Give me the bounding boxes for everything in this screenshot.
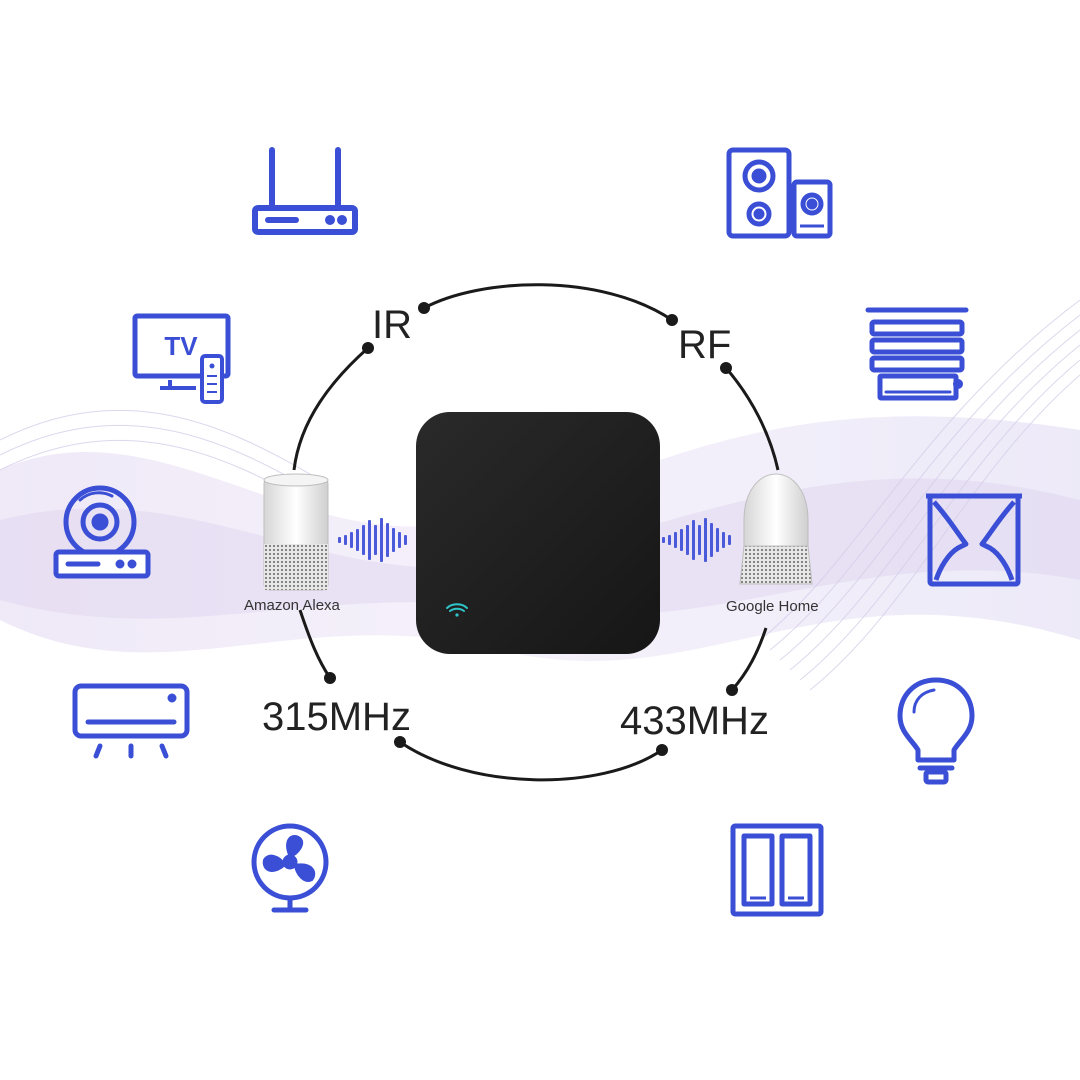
sound-wave-bar	[374, 525, 377, 555]
router-icon	[252, 147, 358, 235]
sound-wave-bar	[398, 532, 401, 548]
sound-wave-bar	[344, 535, 347, 545]
curtain-icon	[926, 493, 1022, 587]
arc-left-lower	[298, 609, 332, 679]
sound-wave-bar	[722, 532, 725, 548]
sound-wave-bar	[704, 518, 707, 562]
sound-wave-bar	[686, 525, 689, 555]
sound-wave-bar	[716, 528, 719, 552]
sound-wave-bar	[368, 520, 371, 560]
rf-label: RF	[678, 323, 731, 367]
arc-right-lower	[730, 627, 768, 691]
sound-wave-bar	[674, 532, 677, 548]
light-bulb-icon	[897, 677, 975, 785]
sound-wave-right	[662, 518, 731, 562]
arc-left-upper	[292, 346, 369, 471]
sound-wave-bar	[350, 532, 353, 548]
wall-switch-icon	[730, 823, 824, 917]
arc-right-upper	[724, 367, 780, 471]
speaker-icon	[726, 147, 833, 239]
sound-wave-bar	[338, 537, 341, 543]
tv-text: TV	[164, 331, 198, 361]
sound-wave-bar	[728, 535, 731, 545]
arc-bottom	[399, 740, 663, 782]
tv-icon: TV	[132, 313, 231, 404]
amazon-alexa-label: Amazon Alexa	[244, 597, 341, 614]
amazon-alexa-speaker	[263, 473, 329, 591]
sound-wave-bar	[680, 529, 683, 551]
sound-wave-bar	[662, 537, 665, 543]
air-conditioner-icon	[72, 683, 190, 759]
dvd-player-icon	[53, 485, 151, 579]
sound-wave-bar	[380, 518, 383, 562]
sound-wave-bar	[392, 528, 395, 552]
connection-ring	[292, 283, 780, 782]
sound-wave-bar	[710, 523, 713, 557]
sound-wave-left	[338, 518, 407, 562]
ir-rf-hub	[416, 412, 660, 654]
arc-top	[423, 283, 673, 322]
sound-wave-bar	[668, 535, 671, 545]
frequency-315-label: 315MHz	[262, 695, 411, 739]
fan-icon	[251, 823, 329, 913]
sound-wave-bar	[362, 525, 365, 555]
wifi-icon	[446, 603, 468, 617]
blinds-icon	[865, 307, 969, 401]
frequency-433-label: 433MHz	[620, 699, 769, 743]
sound-wave-bar	[404, 535, 407, 545]
ring-nodes	[324, 302, 738, 756]
sound-wave-bar	[386, 523, 389, 557]
sound-wave-bar	[692, 520, 695, 560]
sound-wave-bar	[698, 525, 701, 555]
ir-label: IR	[372, 303, 412, 347]
google-home-speaker	[739, 473, 813, 585]
google-home-label: Google Home	[726, 598, 819, 615]
sound-wave-bar	[356, 529, 359, 551]
